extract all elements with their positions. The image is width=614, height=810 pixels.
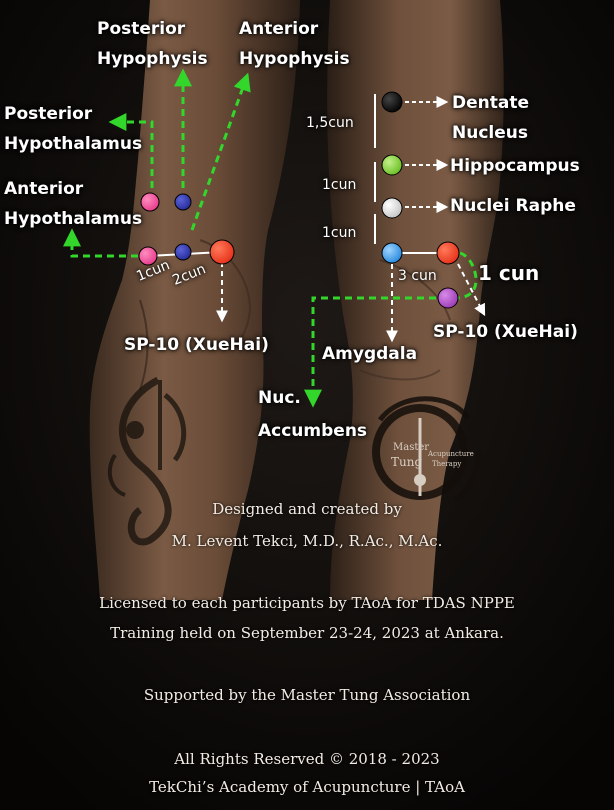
points: [138, 91, 460, 309]
label-anterior-hypophysis-2: Hypophysis: [239, 49, 350, 69]
point-raphe: [381, 197, 403, 219]
ant-hypothalamus-arrow: [63, 228, 138, 258]
left-leg: [89, 0, 300, 600]
dragon-tattoo: [107, 376, 187, 546]
logo-text-1: Master: [393, 442, 430, 453]
label-anterior-hypothalamus-1: Anterior: [4, 179, 84, 199]
label-nuc-accumbens-1: Nuc.: [258, 388, 301, 408]
credit-line-7: TekChi’s Academy of Acupuncture | TAoA: [149, 778, 465, 796]
point-posterior-hypophysis: [174, 193, 192, 211]
master-tung-logo: [372, 396, 481, 503]
label-nuclei-raphe: Nuclei Raphe: [450, 196, 576, 216]
measure-lines: [147, 94, 486, 343]
post-hypothalamus-arrow: [108, 113, 154, 188]
label-anterior-hypophysis-1: Anterior: [239, 19, 319, 39]
label-dist-3cun: 3 cun: [398, 268, 437, 284]
label-anterior-hypothalamus-2: Hypothalamus: [4, 209, 143, 229]
label-posterior-hypophysis-2: Hypophysis: [97, 49, 208, 69]
sp10-right-arrow: [457, 263, 486, 317]
point-amygdala: [381, 242, 403, 264]
credit-line-3: Licensed to each participants by TAoA fo…: [99, 594, 515, 612]
label-dist-1cun-b: 1cun: [322, 225, 357, 241]
point-posterior-hypothalamus: [140, 192, 160, 212]
point-anterior-hypothalamus: [138, 246, 158, 266]
point-sp10-right: [436, 241, 460, 265]
label-dentate-1: Dentate: [452, 93, 529, 113]
label-dist-1cun-a: 1cun: [322, 177, 357, 193]
logo-text-4: Therapy: [432, 460, 462, 468]
credit-line-5: Supported by the Master Tung Association: [143, 686, 471, 704]
label-sp10-left: SP-10 (XueHai): [124, 335, 269, 355]
point-sp10-left: [209, 239, 235, 265]
point-dentate: [381, 91, 403, 113]
label-hippocampus: Hippocampus: [450, 156, 580, 176]
ant-hypophysis-arrow: [190, 72, 251, 231]
credit-line-2: M. Levent Tekci, M.D., R.Ac., M.Ac.: [171, 532, 443, 550]
label-dentate-2: Nucleus: [452, 123, 528, 143]
point-accumbens: [437, 287, 459, 309]
one-cun-bracket: [455, 251, 478, 300]
label-big-1cun: 1 cun: [478, 261, 540, 285]
label-posterior-hypophysis-1: Posterior: [97, 19, 186, 39]
logo-text-2: Tung: [391, 455, 423, 469]
label-sp10-right: SP-10 (XueHai): [433, 322, 578, 342]
credit-line-6: All Rights Reserved © 2018 - 2023: [174, 750, 440, 768]
green-arrows: [63, 68, 478, 408]
logo-text-3: Acupuncture: [428, 450, 474, 458]
label-dist-15cun: 1,5cun: [306, 115, 354, 131]
label-posterior-hypothalamus-1: Posterior: [4, 104, 93, 124]
credit-line-4: Training held on September 23-24, 2023 a…: [110, 624, 504, 642]
accumbens-arrow: [304, 296, 436, 408]
label-amygdala: Amygdala: [322, 344, 418, 364]
point-hippocampus: [381, 154, 403, 176]
point-anterior-hypophysis: [174, 243, 192, 261]
label-posterior-hypothalamus-2: Hypothalamus: [4, 134, 143, 154]
right-leg: [327, 0, 504, 600]
credit-line-1: Designed and created by: [212, 500, 402, 518]
label-nuc-accumbens-2: Accumbens: [258, 421, 368, 441]
